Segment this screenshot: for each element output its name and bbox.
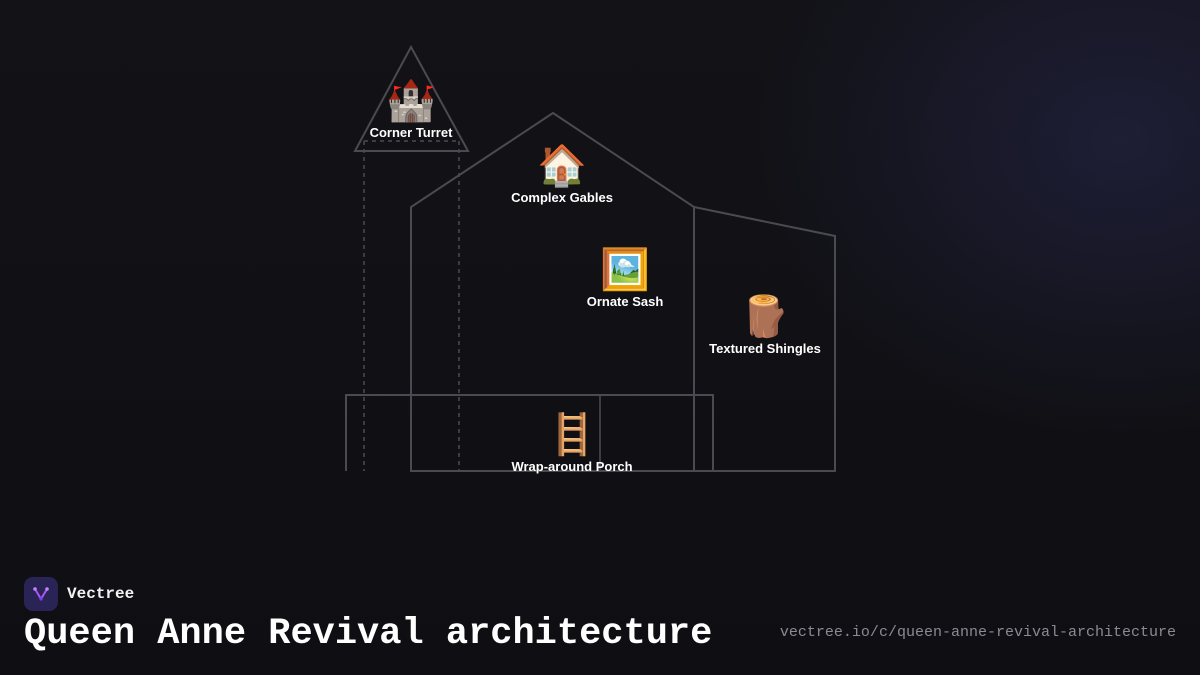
house-icon: 🏠 — [537, 143, 587, 189]
brand[interactable]: Vectree — [24, 577, 134, 611]
feature-corner-turret: 🏰 Corner Turret — [370, 78, 453, 141]
feature-label: Complex Gables — [511, 190, 613, 205]
page-title: Queen Anne Revival architecture — [24, 613, 713, 655]
feature-textured-shingles: 🪵 Textured Shingles — [709, 294, 821, 357]
feature-label: Corner Turret — [369, 125, 453, 140]
castle-icon: 🏰 — [386, 78, 436, 124]
vectree-logo-icon — [24, 577, 58, 611]
feature-ornate-sash: 🖼️ Ornate Sash — [587, 247, 664, 310]
wood-log-icon: 🪵 — [740, 294, 790, 340]
feature-label: Wrap-around Porch — [511, 459, 633, 474]
feature-label: Ornate Sash — [586, 294, 664, 309]
source-url[interactable]: vectree.io/c/queen-anne-revival-architec… — [779, 624, 1176, 641]
main-gable-outline — [410, 111, 695, 472]
ladder-icon: 🪜 — [547, 412, 597, 458]
porch-outline — [345, 394, 714, 471]
feature-label: Textured Shingles — [709, 341, 821, 356]
feature-wrap-around-porch: 🪜 Wrap-around Porch — [511, 412, 632, 475]
brand-name: Vectree — [67, 585, 135, 603]
framed-picture-icon: 🖼️ — [600, 247, 650, 293]
turret-roof-outline — [353, 44, 470, 152]
feature-complex-gables: 🏠 Complex Gables — [511, 143, 613, 206]
side-wing-outline — [693, 205, 836, 472]
